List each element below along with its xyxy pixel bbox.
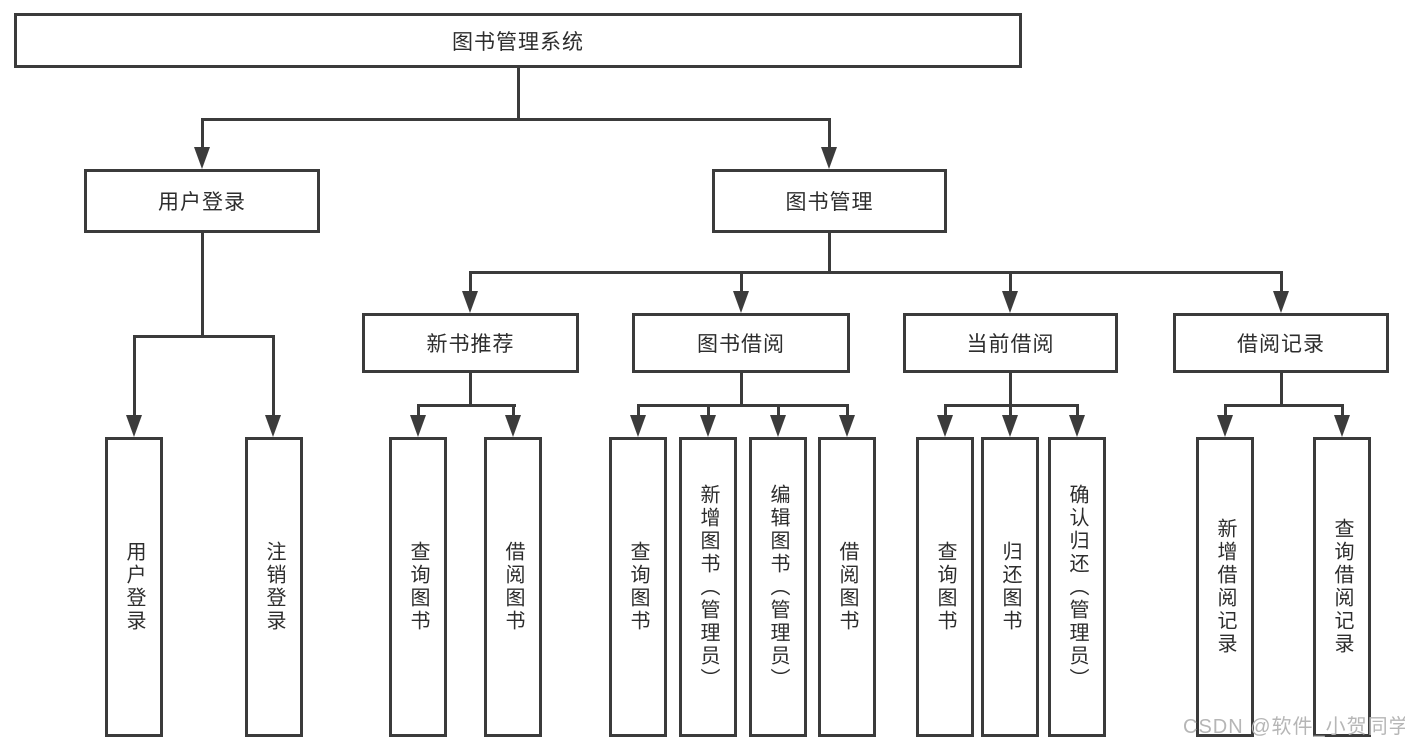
connector-line (201, 118, 831, 121)
leaf-borrow-books-1: 借阅图书 (484, 437, 542, 737)
connector-line (1224, 404, 1227, 421)
arrowhead-icon (1002, 415, 1018, 437)
arrowhead-icon (1217, 415, 1233, 437)
connector-line (637, 404, 640, 421)
arrowhead-icon (462, 291, 478, 313)
node-current-borrow: 当前借阅 (903, 313, 1118, 373)
arrowhead-icon (630, 415, 646, 437)
leaf-add-borrow-record: 新增借阅记录 (1196, 437, 1254, 737)
leaf-query-books-3: 查询图书 (916, 437, 974, 737)
connector-line (1009, 271, 1012, 295)
connector-line (707, 404, 710, 421)
leaf-confirm-return-admin: 确认归还（管理员） (1048, 437, 1106, 737)
node-root: 图书管理系统 (14, 13, 1022, 68)
connector-line (417, 404, 516, 407)
arrowhead-icon (1002, 291, 1018, 313)
arrowhead-icon (700, 415, 716, 437)
connector-line (777, 404, 780, 421)
connector-line (637, 404, 849, 407)
arrowhead-icon (839, 415, 855, 437)
connector-line (201, 118, 204, 151)
connector-line (469, 271, 1283, 274)
node-book-management: 图书管理 (712, 169, 947, 233)
node-book-borrow: 图书借阅 (632, 313, 850, 373)
leaf-user-login: 用户登录 (105, 437, 163, 737)
leaf-query-borrow-record: 查询借阅记录 (1313, 437, 1371, 737)
node-user-login: 用户登录 (84, 169, 320, 233)
connector-line (828, 233, 831, 274)
node-borrow-records: 借阅记录 (1173, 313, 1389, 373)
connector-line (1224, 404, 1343, 407)
arrowhead-icon (505, 415, 521, 437)
leaf-query-books-2: 查询图书 (609, 437, 667, 737)
connector-line (1341, 404, 1344, 421)
arrowhead-icon (126, 415, 142, 437)
connector-line (512, 404, 515, 421)
arrowhead-icon (821, 147, 837, 169)
arrowhead-icon (733, 291, 749, 313)
connector-line (828, 118, 831, 151)
arrowhead-icon (410, 415, 426, 437)
connector-line (469, 373, 472, 407)
connector-line (272, 335, 275, 421)
connector-line (417, 404, 420, 421)
arrowhead-icon (265, 415, 281, 437)
connector-line (1280, 271, 1283, 295)
arrowhead-icon (1273, 291, 1289, 313)
connector-line (1009, 373, 1012, 407)
connector-line (517, 68, 520, 120)
leaf-edit-books-admin: 编辑图书（管理员） (749, 437, 807, 737)
connector-line (469, 271, 472, 295)
connector-line (1280, 373, 1283, 407)
arrowhead-icon (194, 147, 210, 169)
node-new-book-recommend: 新书推荐 (362, 313, 579, 373)
connector-line (133, 335, 136, 421)
leaf-logout: 注销登录 (245, 437, 303, 737)
arrowhead-icon (937, 415, 953, 437)
connector-line (944, 404, 947, 421)
csdn-watermark: CSDN @软件_小贺同学 (1183, 716, 1405, 738)
connector-line (1076, 404, 1079, 421)
connector-line (740, 271, 743, 295)
leaf-add-books-admin: 新增图书（管理员） (679, 437, 737, 737)
leaf-query-books-1: 查询图书 (389, 437, 447, 737)
connector-line (1009, 404, 1012, 421)
leaf-borrow-books-2: 借阅图书 (818, 437, 876, 737)
connector-line (201, 233, 204, 338)
arrowhead-icon (1334, 415, 1350, 437)
arrowhead-icon (1069, 415, 1085, 437)
arrowhead-icon (770, 415, 786, 437)
leaf-return-books: 归还图书 (981, 437, 1039, 737)
connector-line (740, 373, 743, 407)
connector-line (846, 404, 849, 421)
connector-line (133, 335, 275, 338)
